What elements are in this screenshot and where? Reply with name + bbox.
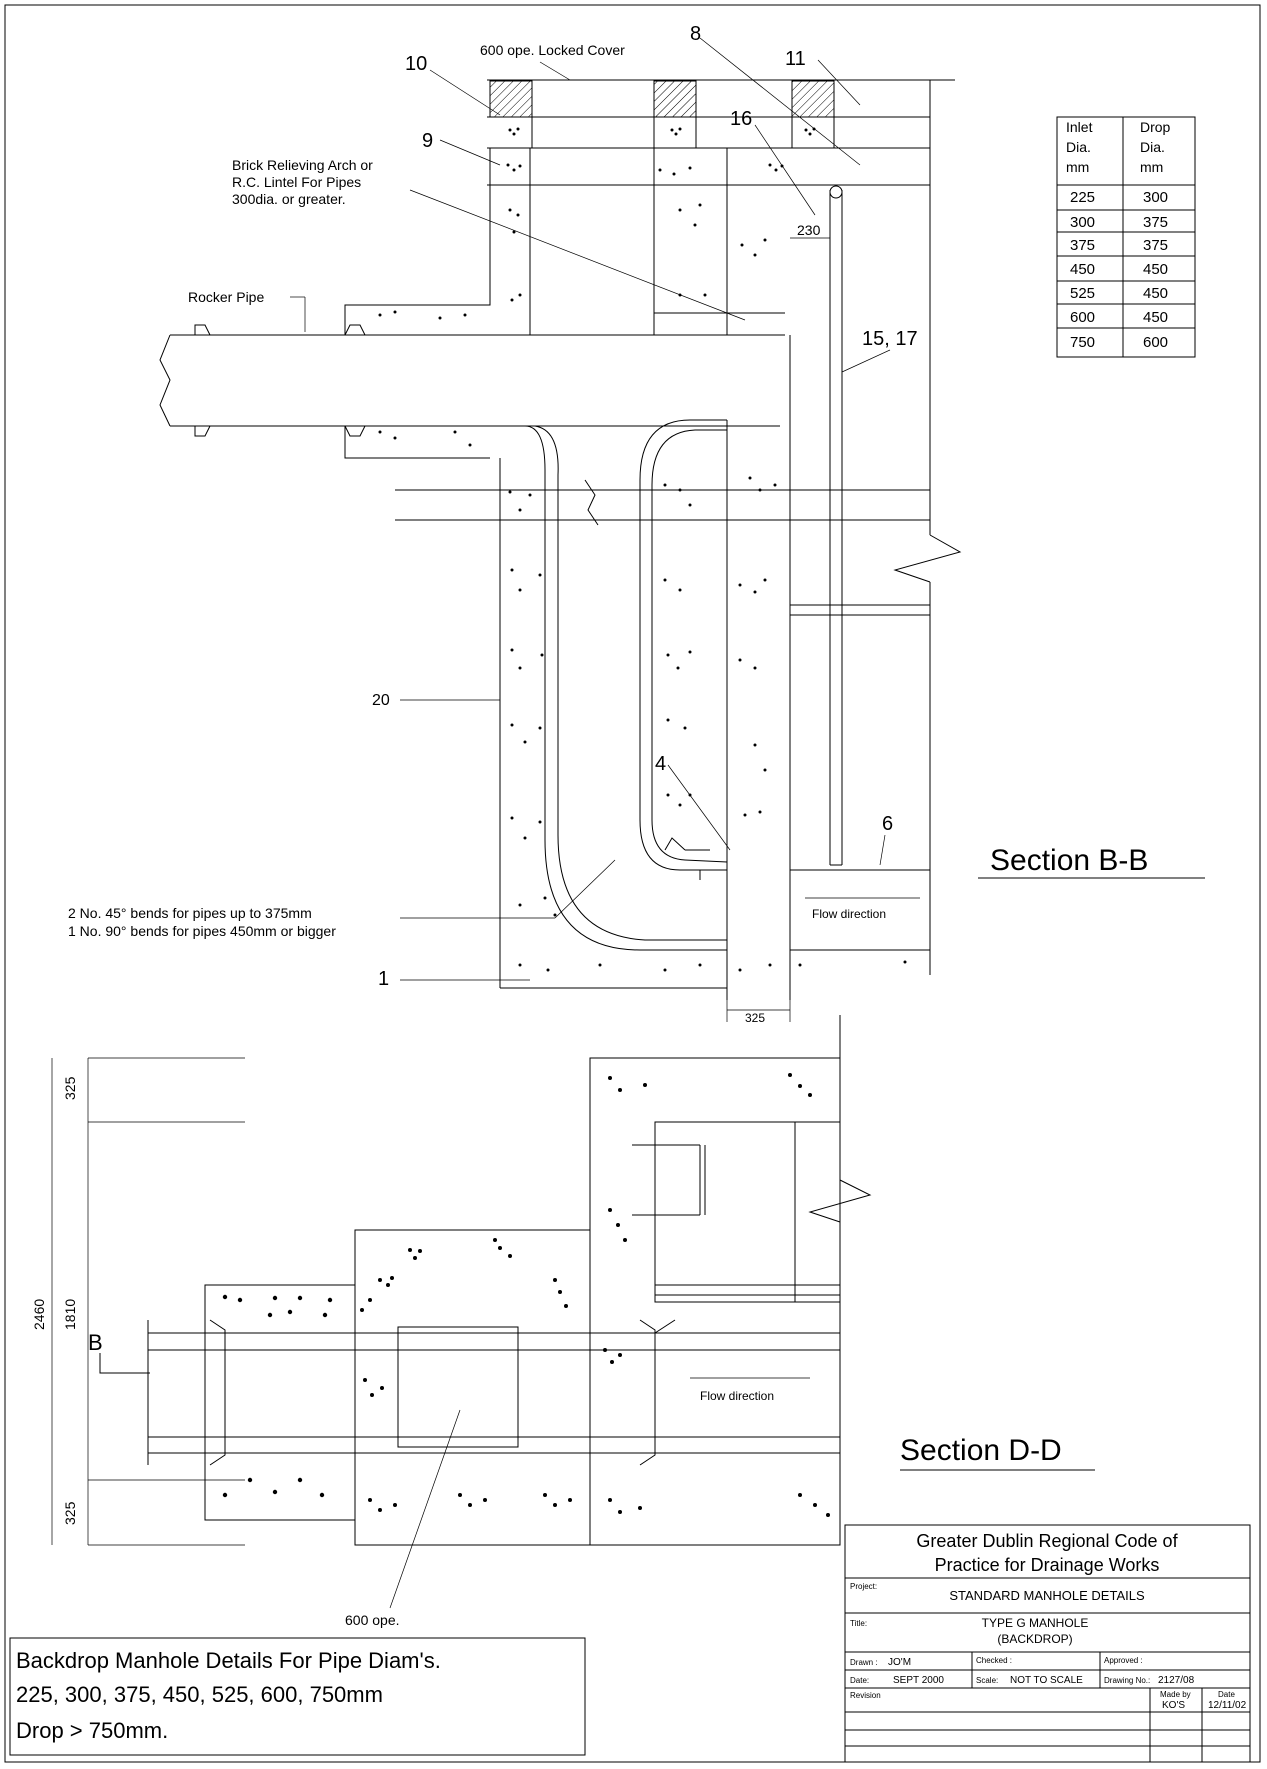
- table-cell: 450: [1143, 309, 1168, 326]
- ope-600-label: 600 ope.: [345, 1612, 400, 1628]
- table-cell: 750: [1070, 334, 1095, 351]
- table-header-inlet-3: mm: [1066, 159, 1089, 175]
- table-cell: 600: [1143, 334, 1168, 351]
- scale-label: Scale:: [976, 1676, 998, 1685]
- callout-11: 11: [785, 48, 806, 70]
- table-cell: 300: [1070, 214, 1095, 231]
- date-value: SEPT 2000: [893, 1675, 944, 1686]
- title-value-1: TYPE G MANHOLE: [982, 1616, 1089, 1630]
- dim-325-lower: 325: [62, 1501, 78, 1525]
- callout-10: 10: [405, 53, 427, 75]
- bends-label-line1: 2 No. 45° bends for pipes up to 375mm: [68, 905, 312, 921]
- arch-label-line2: R.C. Lintel For Pipes: [232, 174, 361, 190]
- cover-frame-left: [489, 80, 533, 118]
- table-cell: 525: [1070, 285, 1095, 302]
- callout-6: 6: [882, 813, 893, 835]
- made-by-label: Made by: [1160, 1690, 1191, 1699]
- arch-label-line1: Brick Relieving Arch or: [232, 157, 373, 173]
- dim-230: 230: [797, 222, 821, 238]
- ladder-top: [829, 185, 843, 199]
- table-cell: 375: [1143, 237, 1168, 254]
- made-by-value: KO'S: [1162, 1700, 1185, 1711]
- callout-16: 16: [730, 108, 752, 130]
- section-marker-b: B: [88, 1330, 103, 1355]
- section-bb-drawing: [159, 79, 962, 1000]
- section-dd-title: Section D-D: [900, 1434, 1062, 1467]
- table-header-drop-1: Drop: [1140, 119, 1171, 135]
- diameter-table: Inlet Dia. mm Drop Dia. mm 225 300 300 3…: [1056, 116, 1196, 358]
- concrete-texture-dd: [222, 1073, 830, 1517]
- drawing-no-value: 2127/08: [1158, 1675, 1195, 1686]
- note-line-1: Backdrop Manhole Details For Pipe Diam's…: [16, 1648, 441, 1673]
- project-value: STANDARD MANHOLE DETAILS: [949, 1588, 1145, 1603]
- note-box: Backdrop Manhole Details For Pipe Diam's…: [9, 1637, 586, 1756]
- org-line-1: Greater Dublin Regional Code of: [916, 1531, 1178, 1551]
- dim-325-top: 325: [745, 1011, 765, 1025]
- bends-label-line2: 1 No. 90° bends for pipes 450mm or bigge…: [68, 923, 336, 939]
- table-cell: 375: [1143, 214, 1168, 231]
- rev-date-value: 12/11/02: [1208, 1700, 1247, 1711]
- table-header-inlet-2: Dia.: [1066, 139, 1091, 155]
- flow-direction-top: Flow direction: [812, 907, 886, 921]
- cover-frame-mid: [653, 80, 697, 118]
- arch-label-line3: 300dia. or greater.: [232, 191, 346, 207]
- section-bb-title: Section B-B: [990, 844, 1148, 877]
- cover-frame-right: [791, 80, 835, 118]
- approved-label: Approved :: [1104, 1656, 1143, 1665]
- table-cell: 450: [1143, 285, 1168, 302]
- callout-20: 20: [372, 692, 390, 709]
- sheet-border: [4, 4, 1261, 1763]
- project-label: Project:: [850, 1582, 877, 1591]
- table-cell: 450: [1143, 261, 1168, 278]
- concrete-texture-bb: [378, 127, 907, 972]
- cover-label: 600 ope. Locked Cover: [480, 42, 625, 58]
- table-cell: 225: [1070, 189, 1095, 206]
- title-value-2: (BACKDROP): [997, 1632, 1072, 1646]
- org-line-2: Practice for Drainage Works: [935, 1555, 1160, 1575]
- scale-value: NOT TO SCALE: [1010, 1675, 1083, 1686]
- table-cell: 600: [1070, 309, 1095, 326]
- callout-4: 4: [655, 753, 666, 775]
- drawn-label: Drawn :: [850, 1658, 878, 1667]
- revision-label: Revision: [850, 1691, 881, 1700]
- table-header-drop-3: mm: [1140, 159, 1163, 175]
- table-header-inlet-1: Inlet: [1066, 119, 1093, 135]
- callout-8: 8: [690, 23, 701, 45]
- table-cell: 450: [1070, 261, 1095, 278]
- title-block: Greater Dublin Regional Code of Practice…: [844, 1524, 1251, 1763]
- checked-label: Checked :: [976, 1656, 1012, 1665]
- rev-date-label: Date: [1218, 1690, 1235, 1699]
- note-line-3: Drop > 750mm.: [16, 1718, 168, 1743]
- flow-direction-bottom: Flow direction: [700, 1389, 774, 1403]
- date-label: Date:: [850, 1676, 869, 1685]
- callout-9: 9: [422, 130, 433, 152]
- table-cell: 375: [1070, 237, 1095, 254]
- title-label: Title:: [850, 1619, 867, 1628]
- leader-lines-bb: [290, 37, 920, 1022]
- dim-325-upper: 325: [62, 1076, 78, 1100]
- table-cell: 300: [1143, 189, 1168, 206]
- dim-1810: 1810: [62, 1299, 78, 1330]
- callout-15-17: 15, 17: [862, 328, 918, 350]
- callout-1: 1: [378, 968, 389, 990]
- rocker-pipe-label: Rocker Pipe: [188, 289, 264, 305]
- table-header-drop-2: Dia.: [1140, 139, 1165, 155]
- drawing-no-label: Drawing No.:: [1104, 1676, 1150, 1685]
- dim-2460: 2460: [31, 1299, 47, 1330]
- section-dd-drawing: [51, 1015, 872, 1609]
- note-line-2: 225, 300, 375, 450, 525, 600, 750mm: [16, 1682, 383, 1707]
- drawn-value: JO'M: [888, 1657, 911, 1668]
